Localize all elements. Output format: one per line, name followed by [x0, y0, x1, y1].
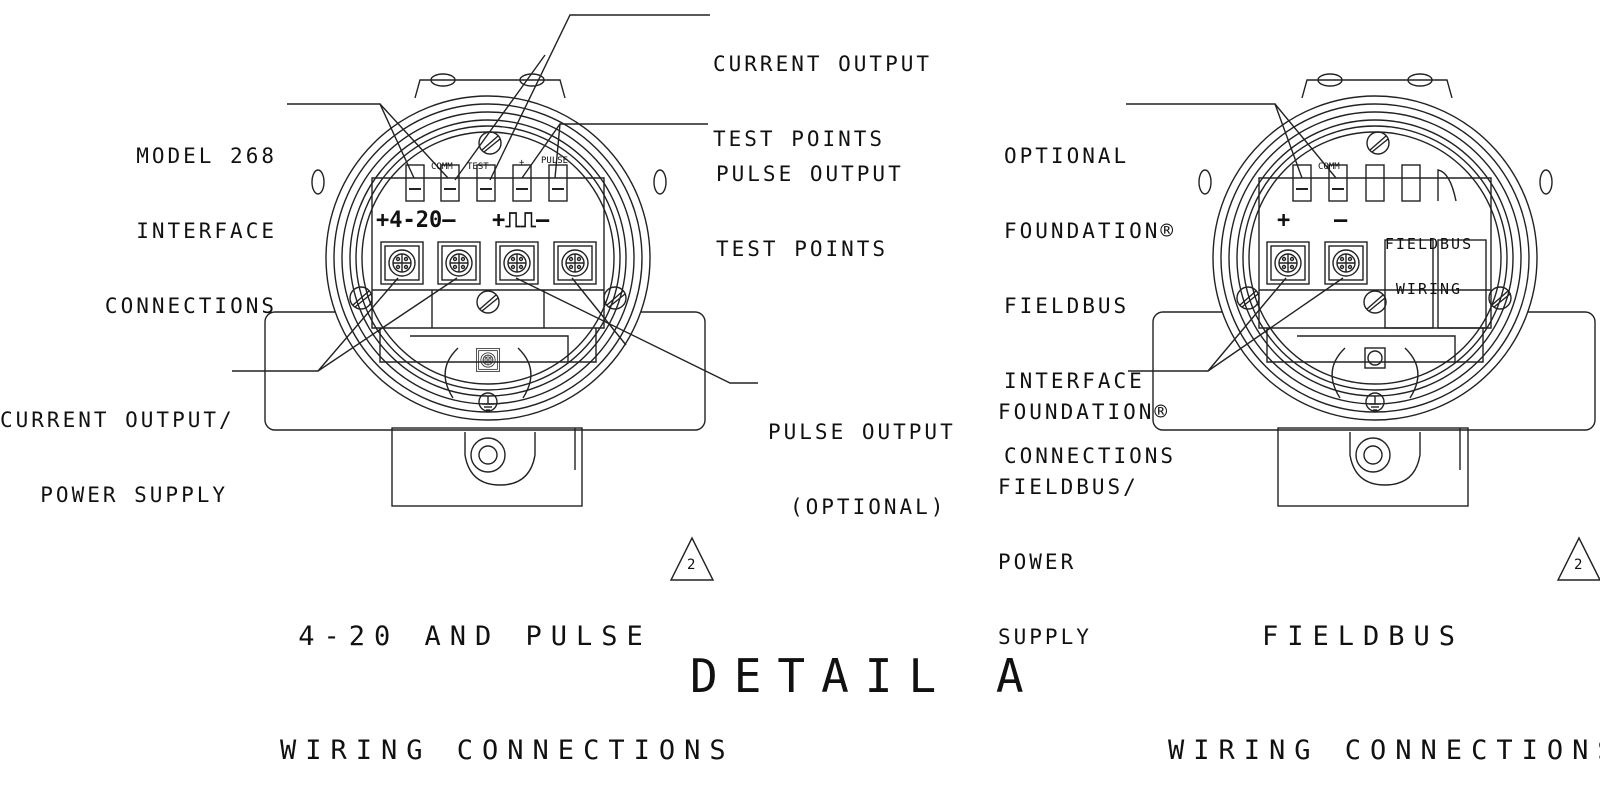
callout-line: CONNECTIONS — [1004, 444, 1177, 468]
fieldbus-wiring-label: FIELDBUS WIRING — [1375, 207, 1483, 312]
current-output-power-supply-label: CURRENT OUTPUT/ POWER SUPPLY — [0, 358, 235, 533]
model-268-interface-label: MODEL 268 INTERFACE CONNECTIONS — [60, 94, 277, 344]
left-leader-lines — [232, 14, 758, 384]
title-line: FIELDBUS — [1261, 621, 1465, 652]
comm-test-point-label: COMM — [1318, 162, 1340, 172]
callout-line: FOUNDATION® — [998, 400, 1171, 424]
pulse-output-optional-label: PULSE OUTPUT (OPTIONAL) — [768, 370, 956, 545]
left-panel-title: 4-20 AND PULSE WIRING CONNECTIONS — [280, 542, 735, 808]
callout-line: PULSE OUTPUT — [716, 162, 904, 186]
minus-terminal-label: — — [1334, 208, 1348, 233]
callout-line: INTERFACE — [1004, 369, 1145, 393]
right-revision-number: 2 — [1574, 557, 1583, 573]
fieldbus-wiring-line: FIELDBUS — [1384, 235, 1474, 253]
right-leader-lines — [1126, 103, 1344, 372]
right-housing — [1152, 73, 1596, 507]
current-output-test-points-label: CURRENT OUTPUT TEST POINTS — [713, 2, 932, 177]
callout-line: FIELDBUS — [1004, 294, 1130, 318]
left-revision-number: 2 — [687, 557, 696, 573]
callout-line: OPTIONAL — [1004, 144, 1130, 168]
callout-line: POWER — [998, 550, 1077, 574]
loop-terminal-label: +4-20— — [376, 208, 456, 233]
wiring-diagram — [232, 14, 1600, 581]
fieldbus-wiring-line: WIRING — [1395, 280, 1463, 298]
callout-line: TEST POINTS — [713, 127, 886, 151]
test-test-point-label: TEST — [467, 162, 489, 172]
right-revision-triangle — [1556, 536, 1600, 581]
left-housing — [264, 73, 706, 507]
optional-ff-interface-label: OPTIONAL FOUNDATION® FIELDBUS INTERFACE … — [1004, 94, 1176, 494]
callout-line: CONNECTIONS — [104, 294, 277, 318]
callout-line: FIELDBUS/ — [998, 475, 1139, 499]
callout-line: POWER SUPPLY — [40, 483, 228, 507]
callout-line: FOUNDATION® — [1004, 219, 1177, 243]
callout-line: MODEL 268 — [136, 144, 277, 168]
plus-terminal-label: + — [1277, 208, 1291, 233]
title-line: WIRING CONNECTIONS — [280, 735, 735, 766]
title-line: 4-20 AND PULSE — [298, 621, 652, 652]
left-revision-triangle — [669, 536, 715, 581]
pulse-terminal-label: +⎍⎍— — [492, 208, 550, 233]
callout-line: SUPPLY — [998, 625, 1092, 649]
comm-test-point-label: COMM — [431, 162, 453, 172]
callout-line: TEST POINTS — [716, 237, 889, 261]
callout-line: (OPTIONAL) — [790, 495, 947, 519]
plus-test-point-label: + — [519, 158, 525, 168]
callout-line: INTERFACE — [136, 219, 277, 243]
detail-caption: DETAIL A — [690, 649, 1040, 703]
callout-line: PULSE OUTPUT — [768, 420, 956, 444]
right-panel-title: FIELDBUS WIRING CONNECTIONS — [1168, 542, 1600, 808]
callout-line: CURRENT OUTPUT/ — [0, 408, 235, 432]
title-line: WIRING CONNECTIONS — [1168, 735, 1600, 766]
pulse-output-test-points-label: PULSE OUTPUT TEST POINTS — [716, 112, 904, 287]
pulse-test-point-label: PULSE — [541, 156, 569, 166]
ff-power-supply-label: FOUNDATION® FIELDBUS/ POWER SUPPLY — [998, 350, 1170, 675]
callout-line: CURRENT OUTPUT — [713, 52, 933, 76]
